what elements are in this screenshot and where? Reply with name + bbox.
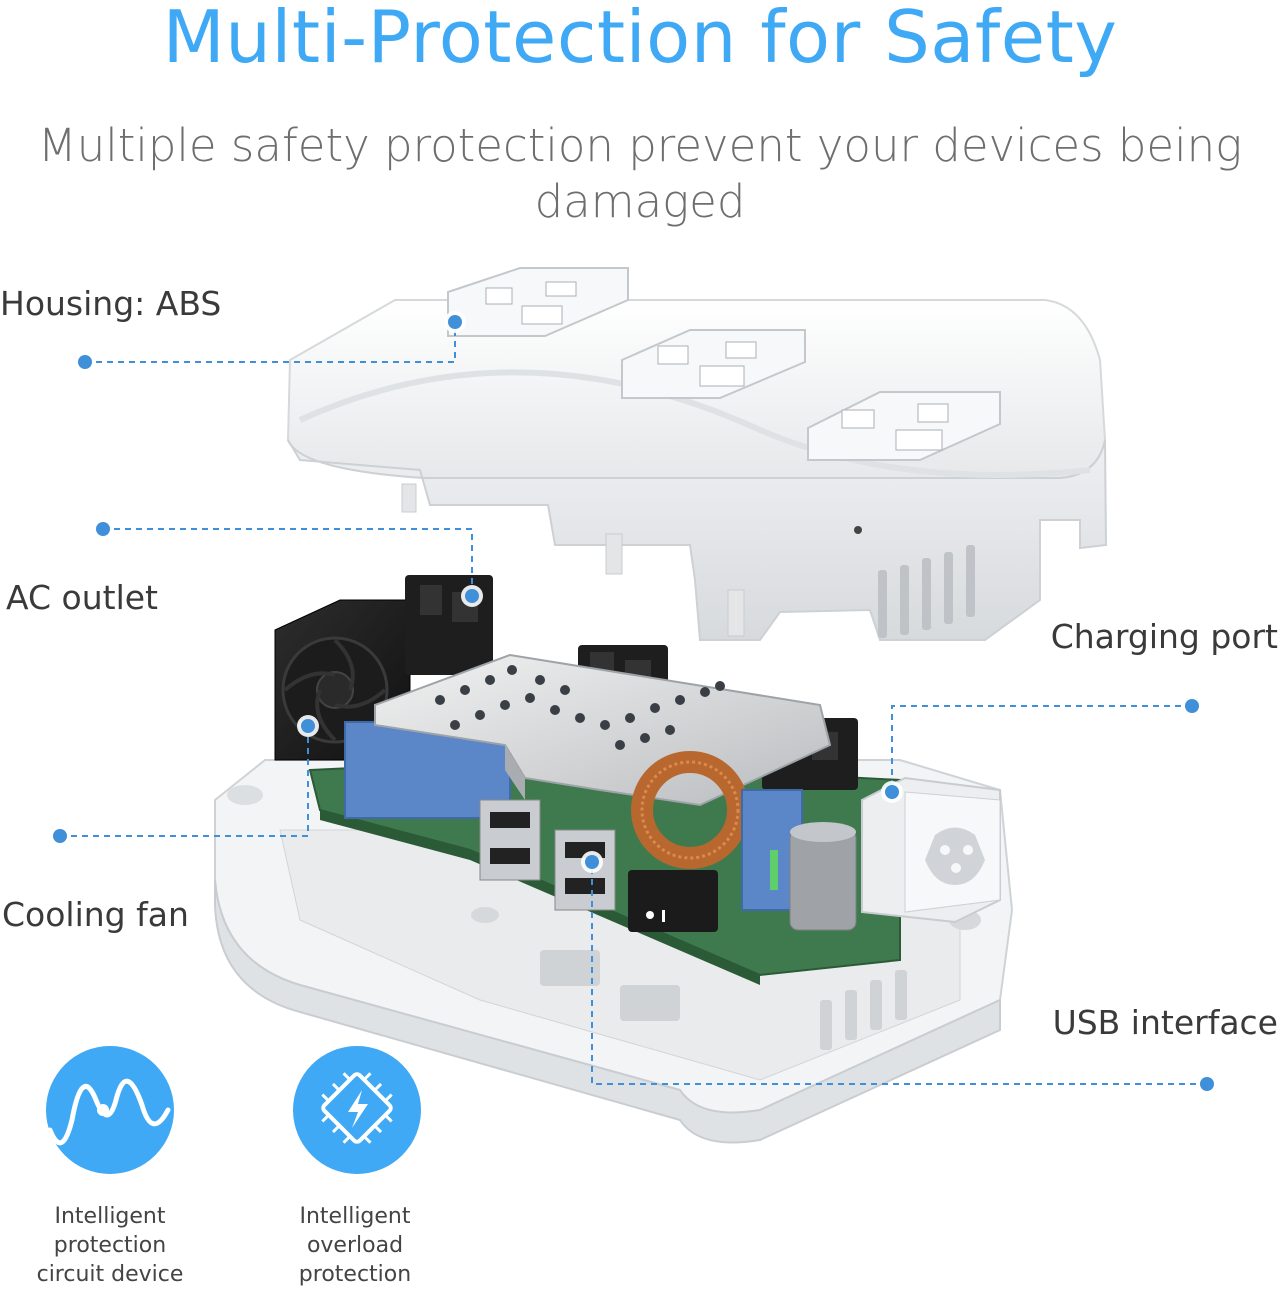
label-charging-port: Charging port [1050,617,1278,656]
label-housing: Housing: ABS [0,284,222,323]
label-ac-outlet: AC outlet [6,578,158,617]
feature-caption-protection-circuit: Intelligent protection circuit device [0,1202,220,1289]
feature-caption-line1: Intelligent protection [53,1204,167,1258]
callout-line-usb [591,862,1207,1085]
housing-top-shell [286,267,1108,641]
charging-port-inlet [861,776,1001,924]
usb-ports [479,799,616,911]
page-title: Multi-Protection for Safety [162,0,1118,79]
ac-outlet-2 [621,329,806,399]
page-subtitle: Multiple safety protection prevent your … [37,119,1243,228]
ac-outlet-1 [447,267,629,337]
feature-caption-overload: Intelligent overload protection [250,1202,460,1289]
callout-lines [60,322,1207,1085]
callout-line-charging-port [891,705,1192,792]
toroid-inductor [631,751,749,869]
chip-bolt-icon [293,1046,421,1174]
label-cooling-fan: Cooling fan [2,895,189,934]
feature-caption-line1: Intelligent overload [299,1204,411,1258]
callout-target-dots [297,311,903,873]
led-indicator [770,850,778,890]
ac-outlet-3 [807,391,1001,461]
power-strip-exploded-illustration [46,267,1214,1174]
callout-dots [53,355,1214,1091]
rocker-switch [628,870,718,932]
feature-caption-line2: circuit device [36,1262,184,1287]
callout-line-housing [85,322,456,363]
capacitor [789,822,857,931]
callout-line-cooling-fan [60,726,309,837]
label-usb-interface: USB interface [1052,1003,1278,1042]
feature-caption-line2: protection [298,1262,412,1287]
sine-wave-icon [46,1046,174,1174]
callout-line-ac-outlet [103,528,473,596]
